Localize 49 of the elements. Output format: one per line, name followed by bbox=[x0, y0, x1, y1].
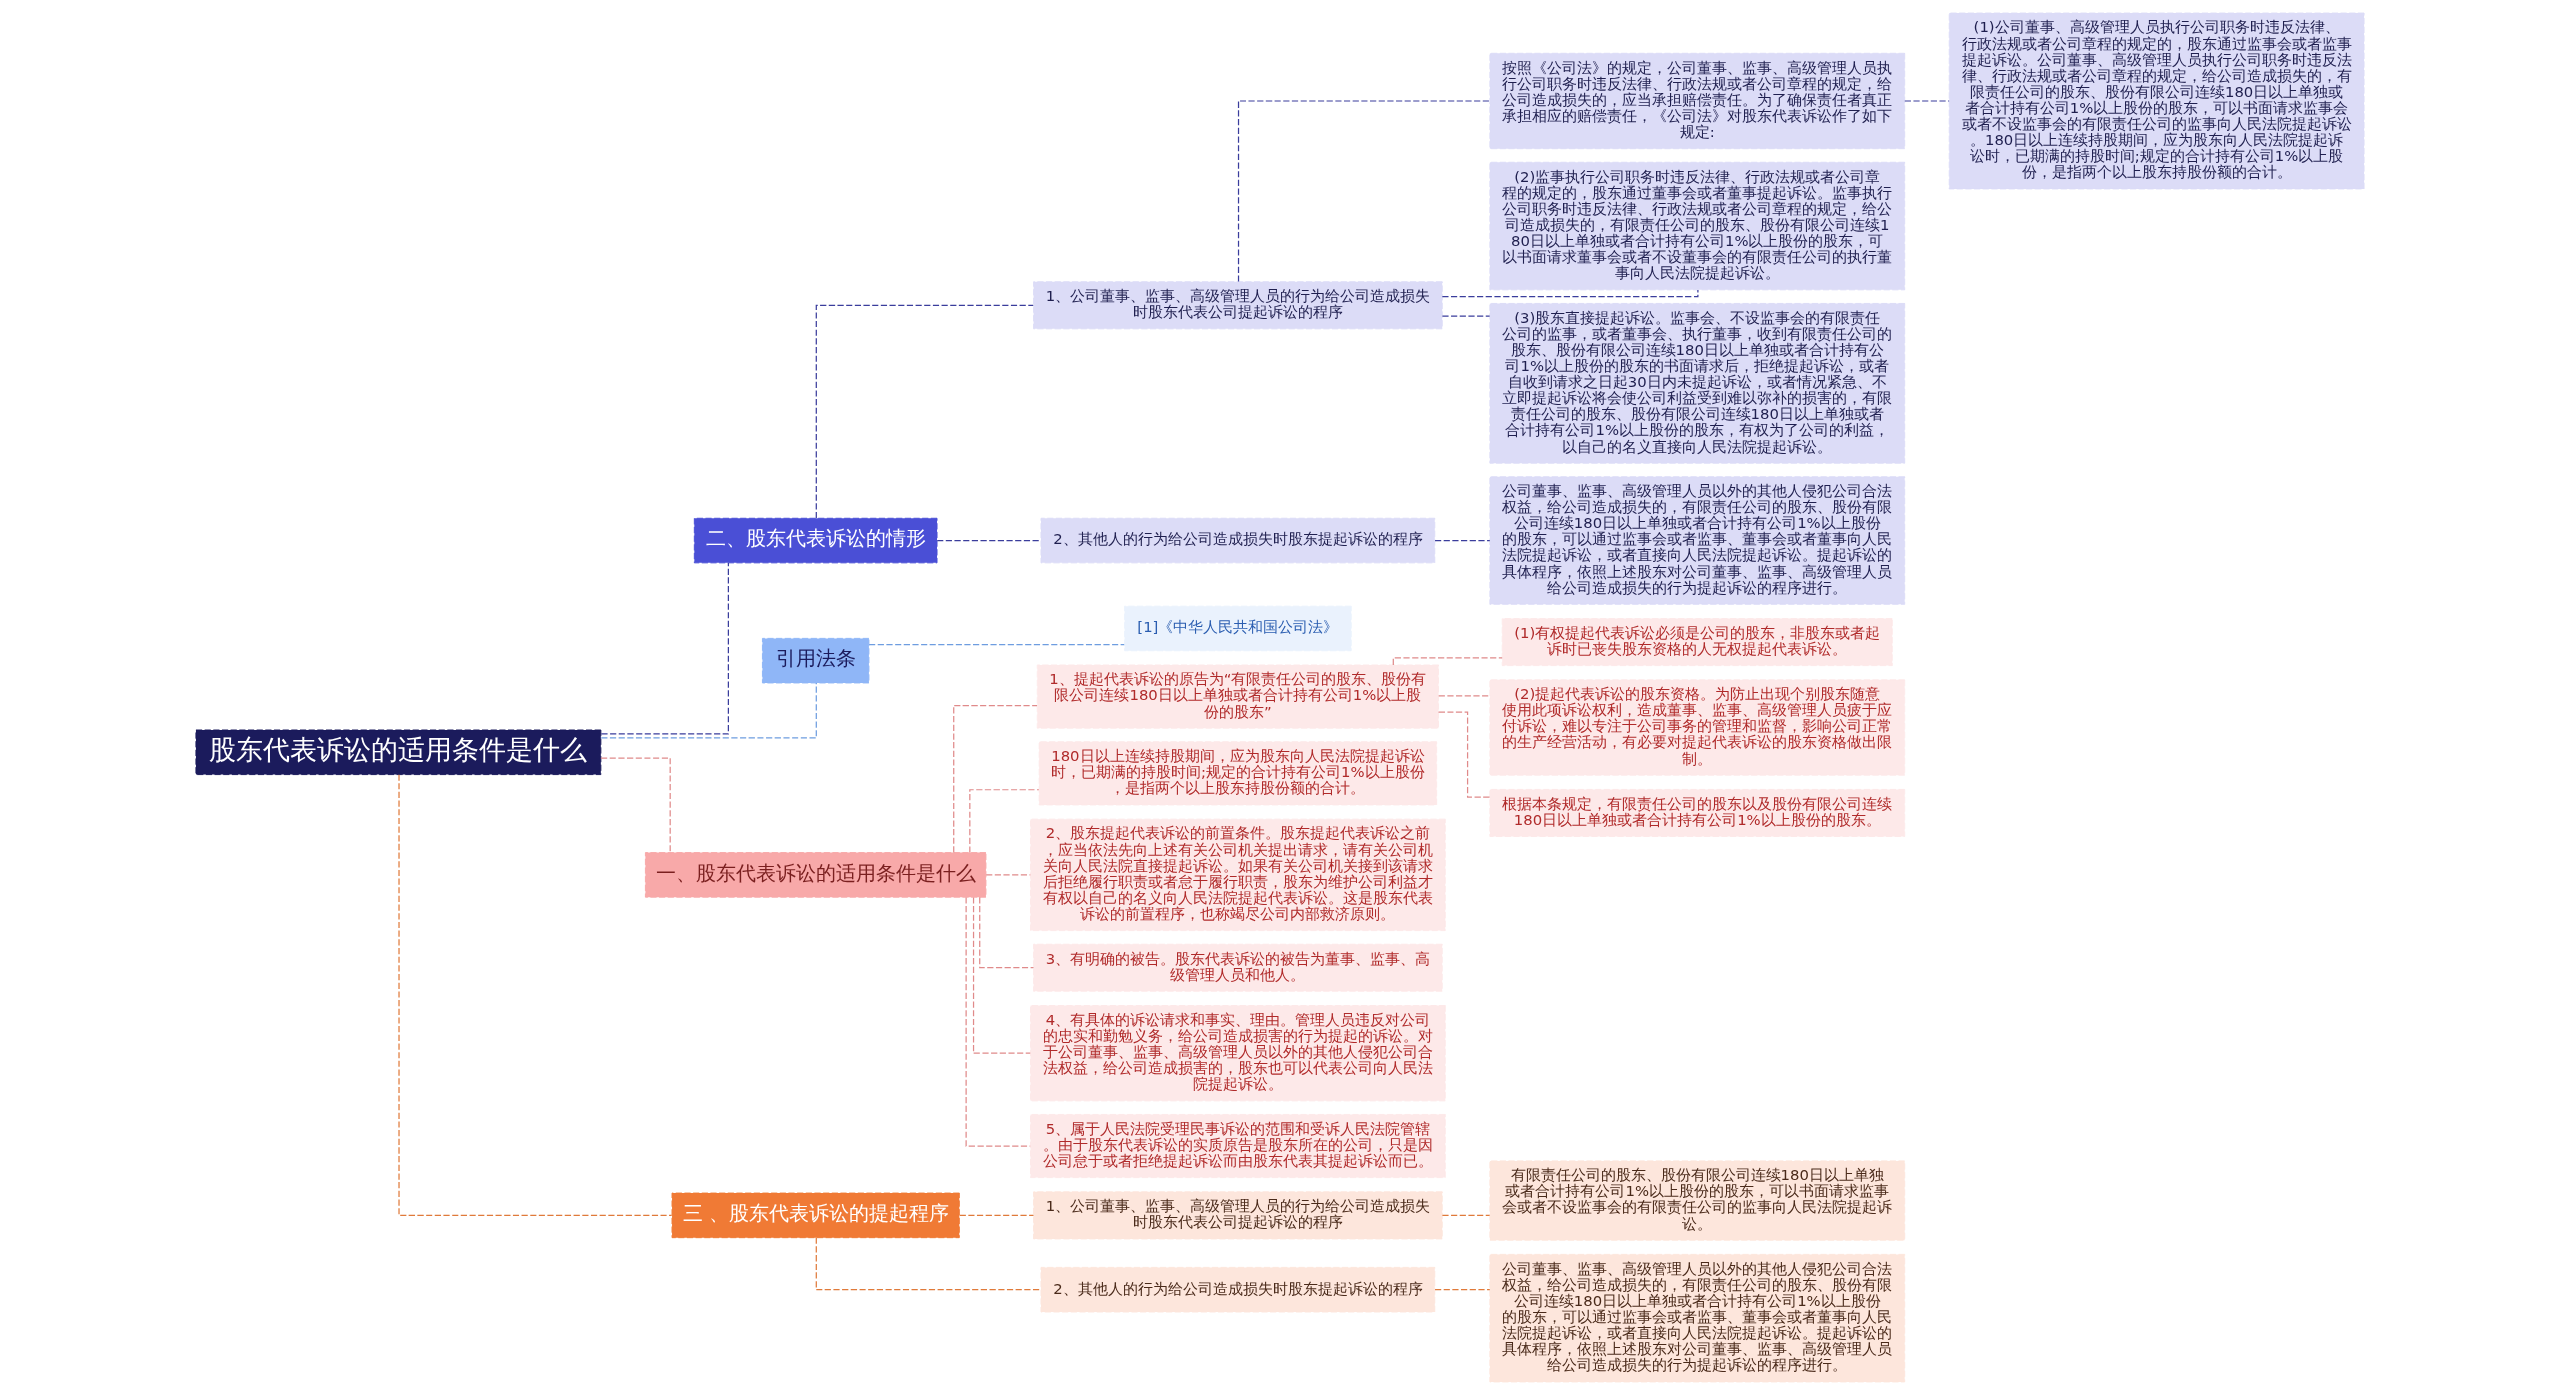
connector bbox=[1434, 539, 1491, 542]
node-box: 3、有明确的被告。股东代表诉讼的被告为董事、监事、高级管理人员和他人。 bbox=[1033, 943, 1443, 992]
connector bbox=[1237, 100, 1491, 283]
connector bbox=[972, 896, 1031, 1054]
node-box: 有限责任公司的股东、股份有限公司连续180日以上单独或者合计持有公司1%以上股份的股东，可以书面请求监事会或者不设监事会的有限责任公司的监事向人民法院提起诉讼。 bbox=[1489, 1160, 1906, 1241]
connector bbox=[979, 896, 1035, 969]
node-box: 5、属于人民法院受理民事诉讼的范围和受诉人民法院管辖。由于股东代表诉讼的实质原告是股东所在的公司，只是因公司怠于或者拒绝提起诉讼而由股东代表其提起诉讼而已。 bbox=[1030, 1113, 1446, 1179]
connector bbox=[936, 539, 1042, 542]
node-box: 4、有具体的诉讼请求和事实、理由。管理人员违反对公司的忠实和勤勉义务，给公司造成损害的行为提起的诉讼。对于公司董事、监事、高级管理人员以外的其他人侵犯公司合法权益，给公司造成损害的，股东也可以代表公司向人民法院提起诉讼。 bbox=[1030, 1005, 1446, 1102]
node-box: 2、其他人的行为给公司造成损失时股东提起诉讼的程序 bbox=[1040, 1266, 1436, 1313]
connector bbox=[953, 704, 1038, 853]
connector bbox=[398, 774, 673, 1216]
node-box: 按照《公司法》的规定，公司董事、监事、高级管理人员执行公司职务时违反法律、行政法规或者公司章程的规定，给公司造成损失的，应当承担赔偿责任。为了确保责任者真正承担相应的赔偿责任，《公司法》对股东代表诉讼作了如下规定: bbox=[1489, 52, 1906, 150]
connector bbox=[815, 304, 1034, 519]
node-box: [1]《中华人民共和国公司法》 bbox=[1124, 605, 1352, 652]
node-box: (3)股东直接提起诉讼。监事会、不设监事会的有限责任公司的监事，或者董事会、执行董事，收到有限责任公司的股东、股份有限公司连续180日以上单独或者合计持有公司1%以上股份的股东的书面请求后，拒绝提起诉讼，或者自收到请求之日起30日内未提起诉讼，或者情况紧急、不立即提起诉讼将会使公司利益受到难以弥补的损害的，有限责任公司的股东、股份有限公司连续180日以上单独或者合计持有公司1%以上股份的股东，有权为了公司的利益，以自己的名义直接向人民法院提起诉讼。 bbox=[1489, 302, 1906, 464]
connector bbox=[1434, 1289, 1491, 1291]
connector bbox=[600, 682, 817, 739]
node-box: (1)公司董事、高级管理人员执行公司职务时违反法律、行政法规或者公司章程的规定的，股东通过监事会或者监事提起诉讼。公司董事、高级管理人员执行公司职务时违反法律、行政法规或者公司章程的规定，给公司造成损失的，有限责任公司的股东、股份有限公司连续180日以上单独或者合计持有公司1%以上股份的股东，可以书面请求监事会或者不设监事会的有限责任公司的监事向人民法院提起诉讼。180日以上连续持股期间，应为股东向人民法院提起诉讼时，已期满的持股时间;规定的合计持有公司1%以上股份，是指两个以上股东持股份额的合计。 bbox=[1948, 12, 2365, 190]
node-box: 公司董事、监事、高级管理人员以外的其他人侵犯公司合法权益，给公司造成损失的，有限责任公司的股东、股份有限公司连续180日以上单独或者合计持有公司1%以上股份的股东，可以通过监事会或者监事、董事会或者董事向人民法院提起诉讼，或者直接向人民法院提起诉讼。提起诉讼的具体程序，依照上述股东对公司董事、监事、高级管理人员给公司造成损失的行为提起诉讼的程序进行。 bbox=[1489, 476, 1906, 605]
node-box: 三 、股东代表诉讼的提起程序 bbox=[671, 1192, 960, 1239]
connector bbox=[868, 643, 1125, 646]
node-box: 根据本条规定，有限责任公司的股东以及股份有限公司连续180日以上单独或者合计持有公司1%以上股份的股东。 bbox=[1489, 788, 1906, 837]
node-box: (2)监事执行公司职务时违反法律、行政法规或者公司章程的规定的，股东通过董事会或者董事提起诉讼。监事执行公司职务时违反法律、行政法规或者公司章程的规定，给公司造成损失的，有限责任公司的股东、股份有限公司连续180日以上单独或者合计持有公司1%以上股份的股东，可以书面请求董事会或者不设董事会的有限责任公司的执行董事向人民法院提起诉讼。 bbox=[1489, 161, 1906, 291]
connector bbox=[1392, 657, 1503, 666]
node-box: 1、公司董事、监事、高级管理人员的行为给公司造成损失时股东代表公司提起诉讼的程序 bbox=[1033, 1191, 1443, 1240]
connector bbox=[815, 1237, 1042, 1291]
node-box: 1、公司董事、监事、高级管理人员的行为给公司造成损失时股东代表公司提起诉讼的程序 bbox=[1033, 281, 1443, 330]
connector bbox=[600, 757, 671, 853]
connector bbox=[969, 789, 1040, 854]
node-box: 2、其他人的行为给公司造成损失时股东提起诉讼的程序 bbox=[1040, 517, 1436, 564]
node-box: 一、股东代表诉讼的适用条件是什么 bbox=[644, 852, 987, 898]
node-box: 2、股东提起代表诉讼的前置条件。股东提起代表诉讼之前，应当依法先向上述有关公司机关提出请求，请有关公司机关向人民法院直接提起诉讼。如果有关公司机关接到该请求后拒绝履行职责或者怠于履行职责，股东为维护公司利益才有权以自己的名义向人民法院提起代表诉讼。这是股东代表诉讼的前置程序，也称竭尽公司内部救济原则。 bbox=[1030, 818, 1446, 932]
node-box: 二、股东代表诉讼的情形 bbox=[693, 517, 938, 564]
connector bbox=[1441, 289, 1699, 298]
connector bbox=[1441, 1214, 1491, 1216]
node-box: (2)提起代表诉讼的股东资格。为防止出现个别股东随意使用此项诉讼权利，造成董事、监事、高级管理人员疲于应付诉讼，难以专注于公司事务的管理和监督，影响公司正常的生产经营活动，有必要对提起代表诉讼的股东资格做出限制。 bbox=[1489, 679, 1906, 776]
connector bbox=[1438, 695, 1491, 697]
node-box: 引用法条 bbox=[761, 637, 870, 684]
connector bbox=[985, 874, 1031, 876]
connector bbox=[1441, 315, 1491, 317]
connector bbox=[965, 896, 1031, 1147]
node-box: (1)有权提起代表诉讼必须是公司的股东，非股东或者起诉时已丧失股东资格的人无权提起代表诉讼。 bbox=[1501, 618, 1893, 667]
connector bbox=[959, 1214, 1035, 1216]
node-box: 公司董事、监事、高级管理人员以外的其他人侵犯公司合法权益，给公司造成损失的，有限责任公司的股东、股份有限公司连续180日以上单独或者合计持有公司1%以上股份的股东，可以通过监事会或者监事、董事会或者董事向人民法院提起诉讼，或者直接向人民法院提起诉讼。提起诉讼的具体程序，依照上述股东对公司董事、监事、高级管理人员给公司造成损失的行为提起诉讼的程序进行。 bbox=[1489, 1253, 1906, 1383]
node-box: 1、提起代表诉讼的原告为“有限责任公司的股东、股份有限公司连续180日以上单独或者合计持有公司1%以上股份的股东” bbox=[1036, 664, 1439, 729]
node-box: 180日以上连续持股期间，应为股东向人民法院提起诉讼时，已期满的持股时间;规定的合计持有公司1%以上股份，是指两个以上股东持股份额的合计。 bbox=[1038, 741, 1438, 806]
connector bbox=[600, 562, 729, 735]
node-box: 股东代表诉讼的适用条件是什么 bbox=[195, 729, 602, 776]
